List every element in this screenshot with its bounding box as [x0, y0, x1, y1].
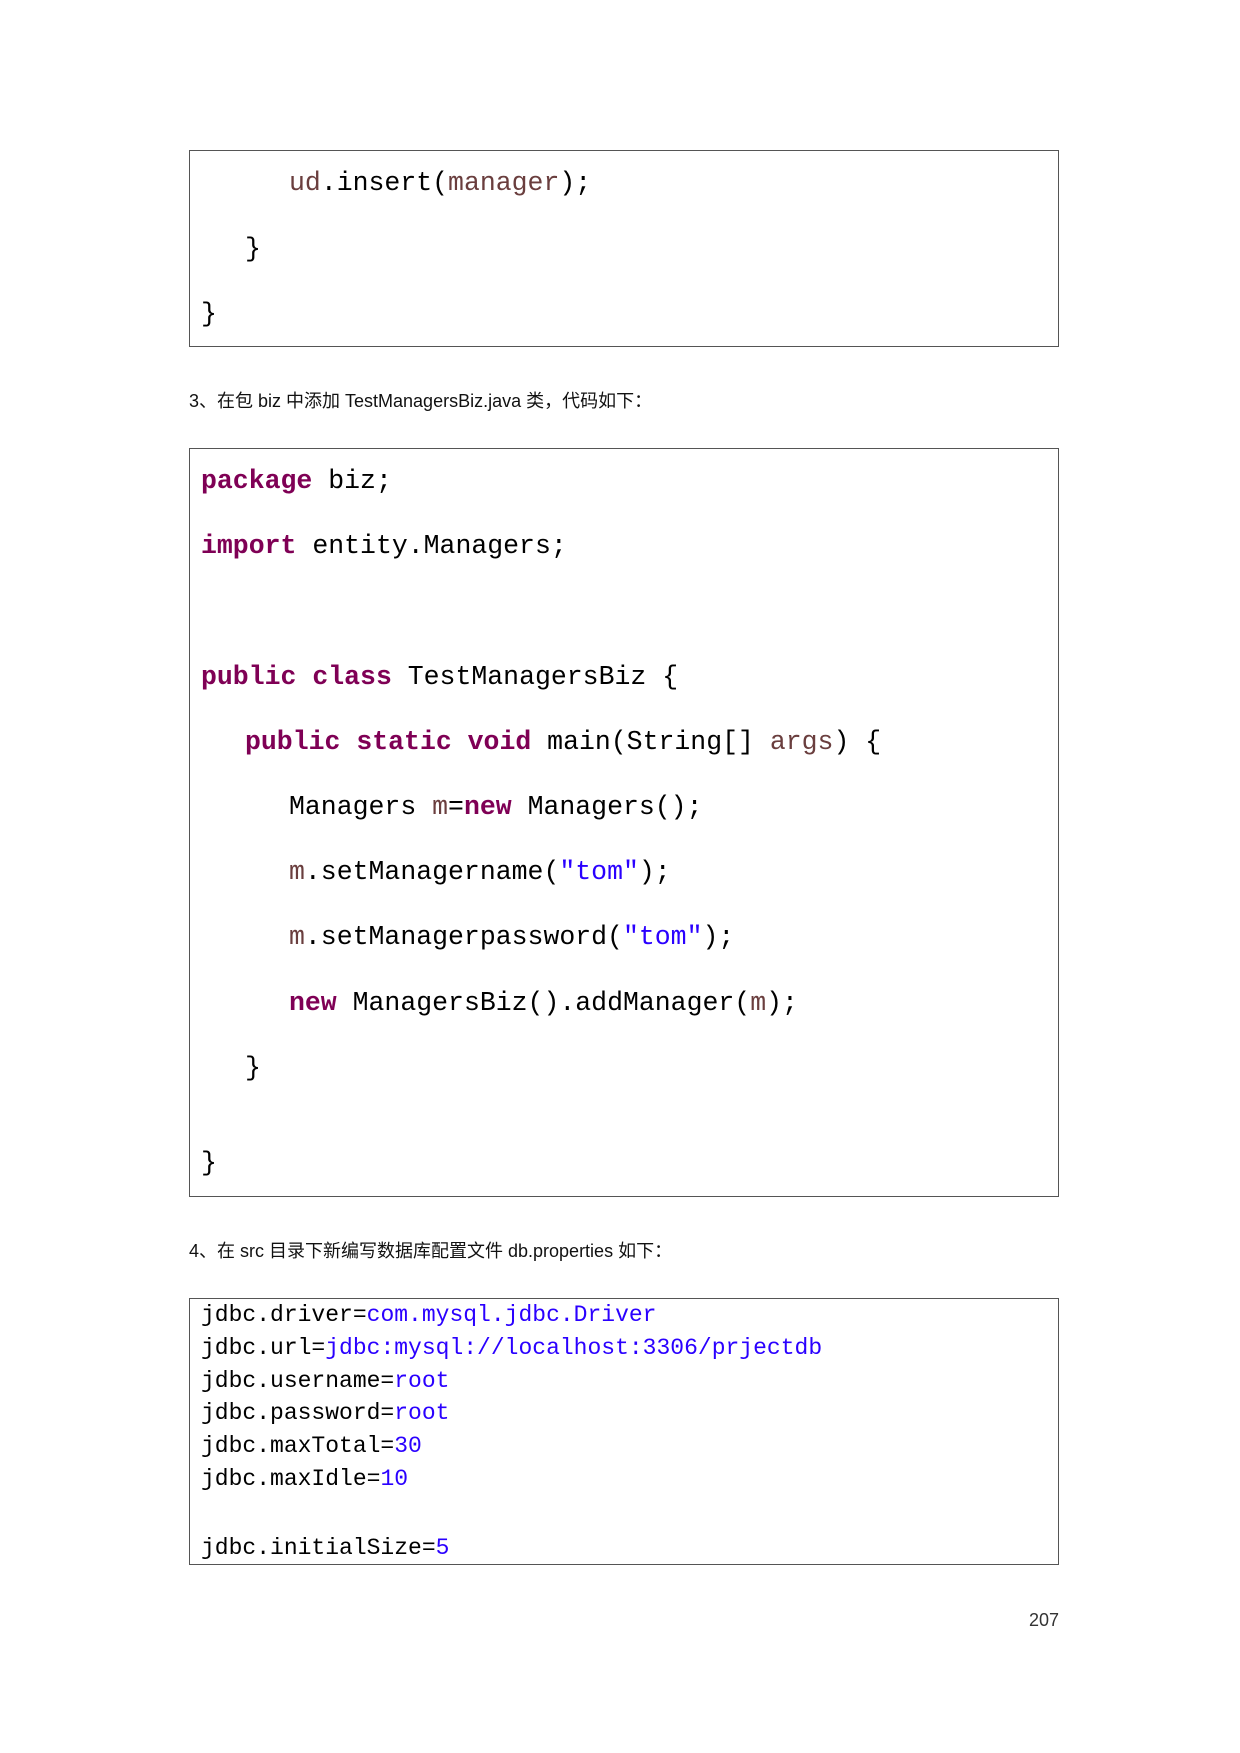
code-keyword: static — [356, 726, 468, 757]
code-variable: manager — [448, 168, 560, 198]
property-line: jdbc.username=root — [190, 1365, 1058, 1398]
code-line: package biz; — [190, 449, 1058, 514]
code-keyword: void — [467, 726, 548, 757]
code-variable: m — [750, 987, 767, 1018]
code-line: } — [190, 282, 1058, 348]
property-line: jdbc.maxTotal=30 — [190, 1430, 1058, 1463]
code-line: new ManagersBiz().addManager(m); — [190, 971, 1058, 1036]
code-text: ); — [766, 987, 798, 1018]
code-keyword: public — [245, 726, 357, 757]
code-text: ); — [559, 168, 592, 198]
code-line: m.setManagerpassword("tom"); — [190, 905, 1058, 970]
code-text: .setManagerpassword( — [304, 922, 623, 953]
code-text: main(String[] — [547, 726, 770, 757]
code-line: Managers m=new Managers(); — [190, 775, 1058, 840]
code-keyword: import — [201, 531, 313, 562]
code-text: entity.Managers; — [312, 531, 567, 562]
code-line: ud.insert(manager); — [190, 151, 1058, 217]
code-string: "tom" — [559, 857, 639, 888]
code-text: Managers(); — [527, 791, 703, 822]
code-variable: args — [769, 726, 834, 757]
code-text: } — [245, 233, 261, 264]
code-text: ); — [638, 857, 671, 888]
code-variable: ud — [289, 168, 321, 198]
code-text: ); — [702, 922, 735, 953]
property-value: root — [394, 1400, 450, 1427]
property-key: jdbc.maxTotal= — [201, 1433, 395, 1460]
code-line: } — [190, 1131, 1058, 1196]
code-block-db-properties: jdbc.driver=com.mysql.jdbc.Driver jdbc.u… — [189, 1298, 1059, 1565]
property-key: jdbc.password= — [201, 1400, 395, 1427]
property-value: 5 — [435, 1534, 450, 1561]
code-keyword: public — [201, 661, 313, 692]
property-value: root — [394, 1367, 450, 1394]
code-variable: m — [432, 791, 449, 822]
property-key: jdbc.maxIdle= — [201, 1465, 381, 1492]
property-value: jdbc:mysql://localhost:3306/prjectdb — [325, 1334, 823, 1361]
code-text: = — [448, 791, 464, 822]
property-line: jdbc.driver=com.mysql.jdbc.Driver — [190, 1299, 1058, 1332]
code-block-insert-tail: ud.insert(manager); } } — [189, 150, 1059, 347]
code-line: } — [190, 217, 1058, 283]
code-line: public static void main(String[] args) { — [190, 710, 1058, 775]
property-key: jdbc.url= — [201, 1334, 326, 1361]
step-instruction: 3、在包 biz 中添加 TestManagersBiz.java 类，代码如下… — [189, 391, 653, 411]
code-text: .setManagername( — [304, 857, 560, 888]
code-text: Managers — [289, 791, 433, 822]
code-text: ) { — [833, 726, 882, 757]
property-value: 30 — [394, 1433, 422, 1460]
property-line: jdbc.initialSize=5 — [190, 1532, 1058, 1565]
page-number: 207 — [1028, 1610, 1059, 1630]
property-line: jdbc.password=root — [190, 1397, 1058, 1430]
code-text: } — [201, 1147, 217, 1178]
code-variable: m — [289, 857, 305, 888]
code-text: ManagersBiz().addManager( — [352, 987, 751, 1018]
code-line: public class TestManagersBiz { — [190, 645, 1058, 710]
code-text: TestManagersBiz { — [407, 661, 679, 692]
property-key: jdbc.username= — [201, 1367, 395, 1394]
code-variable: m — [289, 922, 305, 953]
property-value: 10 — [380, 1465, 409, 1492]
step-instruction: 4、在 src 目录下新编写数据库配置文件 db.properties 如下： — [189, 1241, 673, 1261]
code-keyword: new — [289, 987, 353, 1018]
code-line: import entity.Managers; — [190, 514, 1058, 579]
code-keyword: package — [201, 466, 329, 496]
property-line: jdbc.maxIdle=10 — [190, 1463, 1058, 1496]
code-block-test-managers-biz: package biz; import entity.Managers; pub… — [189, 448, 1059, 1197]
code-line: m.setManagername("tom"); — [190, 840, 1058, 905]
code-text: } — [245, 1052, 261, 1083]
code-string: "tom" — [622, 922, 703, 953]
code-text: } — [201, 299, 217, 329]
code-text: .insert( — [320, 168, 449, 198]
property-line: jdbc.url=jdbc:mysql://localhost:3306/prj… — [190, 1332, 1058, 1365]
property-value: com.mysql.jdbc.Driver — [366, 1302, 657, 1328]
property-key: jdbc.initialSize= — [201, 1534, 436, 1561]
code-keyword: new — [463, 791, 528, 822]
code-line: } — [190, 1036, 1058, 1101]
code-keyword: class — [312, 661, 408, 692]
code-text: biz; — [328, 466, 392, 496]
property-key: jdbc.driver= — [201, 1302, 367, 1328]
